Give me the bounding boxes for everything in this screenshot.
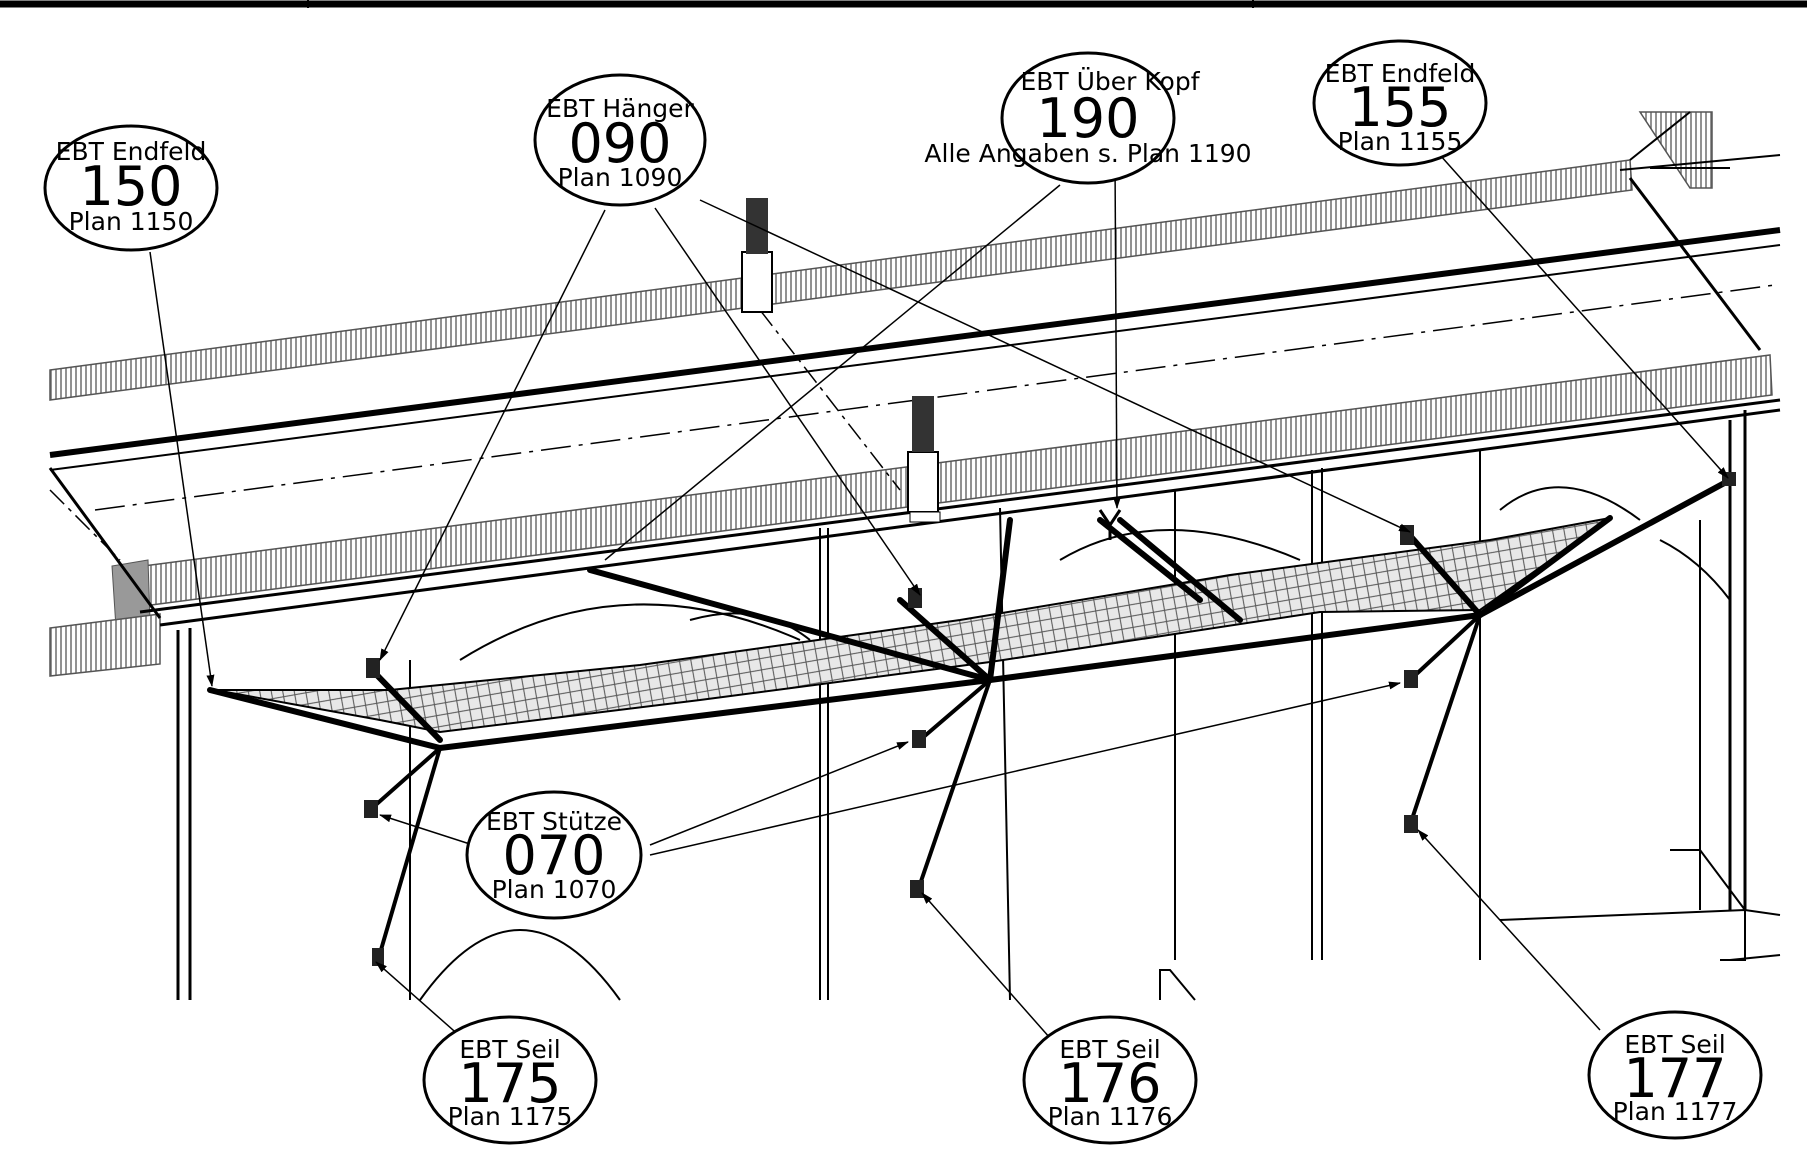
callout-plan: Plan 1150 bbox=[69, 207, 194, 236]
leader-lines bbox=[149, 154, 1729, 1046]
callout-plan: Plan 1155 bbox=[1338, 127, 1463, 156]
callout-title: EBT Endfeld bbox=[1325, 59, 1476, 88]
callout-190: EBT Über Kopf 190 Alle Angaben s. Plan 1… bbox=[924, 51, 1252, 185]
callout-plan: Plan 1177 bbox=[1613, 1097, 1738, 1126]
callout-number: 090 bbox=[568, 112, 671, 175]
callout-title: EBT Über Kopf bbox=[1020, 67, 1200, 96]
callout-177: EBT Seil 177 Plan 1177 bbox=[1587, 1010, 1763, 1140]
callout-number: 176 bbox=[1058, 1052, 1161, 1115]
callout-150: EBT Endfeld 150 Plan 1150 bbox=[43, 124, 219, 252]
callout-090: EBT Hänger 090 Plan 1090 bbox=[533, 73, 707, 207]
callout-plan: Plan 1090 bbox=[558, 163, 683, 192]
safety-net bbox=[207, 472, 1736, 966]
bridge-deck bbox=[48, 111, 1781, 1001]
callout-number: 150 bbox=[79, 155, 182, 218]
callout-number: 175 bbox=[458, 1052, 561, 1115]
callout-number: 070 bbox=[502, 824, 605, 887]
callout-plan: Plan 1176 bbox=[1048, 1102, 1173, 1131]
callout-title: EBT Seil bbox=[459, 1035, 560, 1064]
callout-plan: Plan 1175 bbox=[448, 1102, 573, 1131]
callout-number: 190 bbox=[1036, 87, 1139, 150]
callout-title: EBT Hänger bbox=[546, 94, 694, 123]
callout-155: EBT Endfeld 155 Plan 1155 bbox=[1312, 39, 1488, 167]
callout-070: EBT Stütze 070 Plan 1070 bbox=[465, 790, 643, 920]
callout-title: EBT Seil bbox=[1624, 1030, 1725, 1059]
callout-note: Alle Angaben s. Plan 1190 bbox=[924, 139, 1251, 168]
callout-plan: Plan 1070 bbox=[492, 875, 617, 904]
callout-number: 177 bbox=[1623, 1047, 1726, 1110]
callout-title: EBT Endfeld bbox=[56, 137, 207, 166]
drawing-frame bbox=[0, 0, 1807, 8]
callout-175: EBT Seil 175 Plan 1175 bbox=[422, 1015, 598, 1145]
callout-176: EBT Seil 176 Plan 1176 bbox=[1022, 1015, 1198, 1145]
callout-title: EBT Seil bbox=[1059, 1035, 1160, 1064]
callout-number: 155 bbox=[1348, 76, 1451, 139]
callout-title: EBT Stütze bbox=[486, 807, 622, 836]
